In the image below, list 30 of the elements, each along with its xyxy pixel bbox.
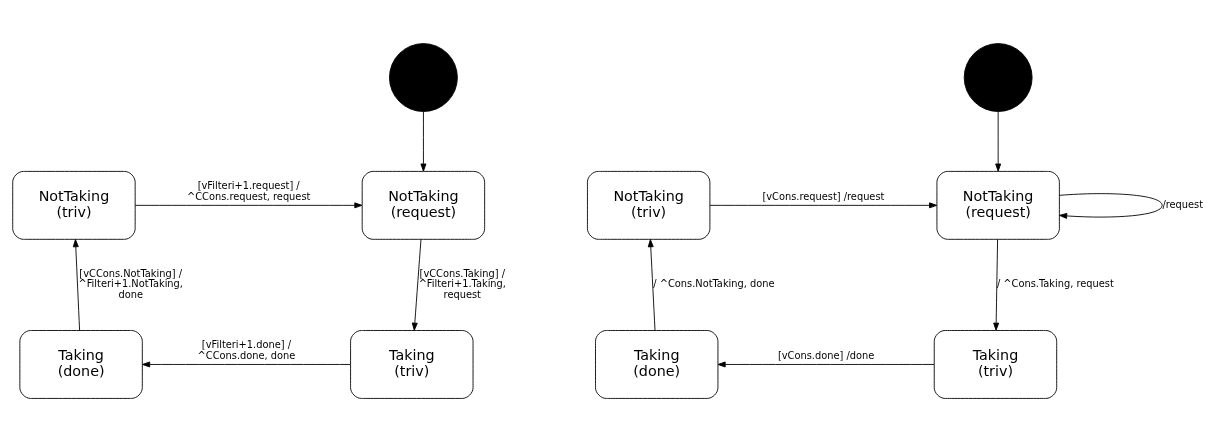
arrow xyxy=(717,361,935,367)
arrow xyxy=(142,361,351,367)
edge-label: [vCCons.NotTaking] / ^Filteri+1.NotTaking, done xyxy=(78,267,183,300)
edge-label: [vCons.done] /done xyxy=(777,349,875,361)
node-box: Taking (triv) xyxy=(933,329,1058,399)
arrow xyxy=(993,238,1000,331)
edge-label: / ^Cons.NotTaking, done xyxy=(653,277,775,289)
node-box: NotTaking (triv) xyxy=(587,170,711,240)
node-box: Taking (triv) xyxy=(350,329,474,399)
edge-label: [vFilteri+1.request] / ^CCons.request, request xyxy=(186,179,311,202)
arrow xyxy=(709,201,938,208)
node-circle xyxy=(389,42,458,112)
node-box: NotTaking (triv) xyxy=(12,170,136,240)
node-circle xyxy=(963,42,1033,112)
arrow xyxy=(647,238,656,331)
edge-label: [vFilteri+1.done] / ^CCons.done, done xyxy=(197,338,296,361)
node-box: NotTaking (request) xyxy=(361,170,486,240)
arrow xyxy=(420,110,427,172)
arrow xyxy=(411,238,422,331)
node-box: NotTaking (request) xyxy=(936,170,1060,240)
node-box: Taking (done) xyxy=(19,329,143,399)
arrow xyxy=(72,238,81,331)
arrow xyxy=(1059,192,1163,219)
node-box: Taking (done) xyxy=(595,329,719,399)
edge-label: /request xyxy=(1162,198,1204,210)
arrow xyxy=(995,110,1002,172)
arrow xyxy=(134,201,363,208)
edge-label: [vCCons.Taking] / ^Filteri+1.Taking, request xyxy=(418,267,506,300)
edge-label: / ^Cons.Taking, request xyxy=(996,277,1114,289)
edge-label: [vCons.request] /request xyxy=(762,190,885,202)
